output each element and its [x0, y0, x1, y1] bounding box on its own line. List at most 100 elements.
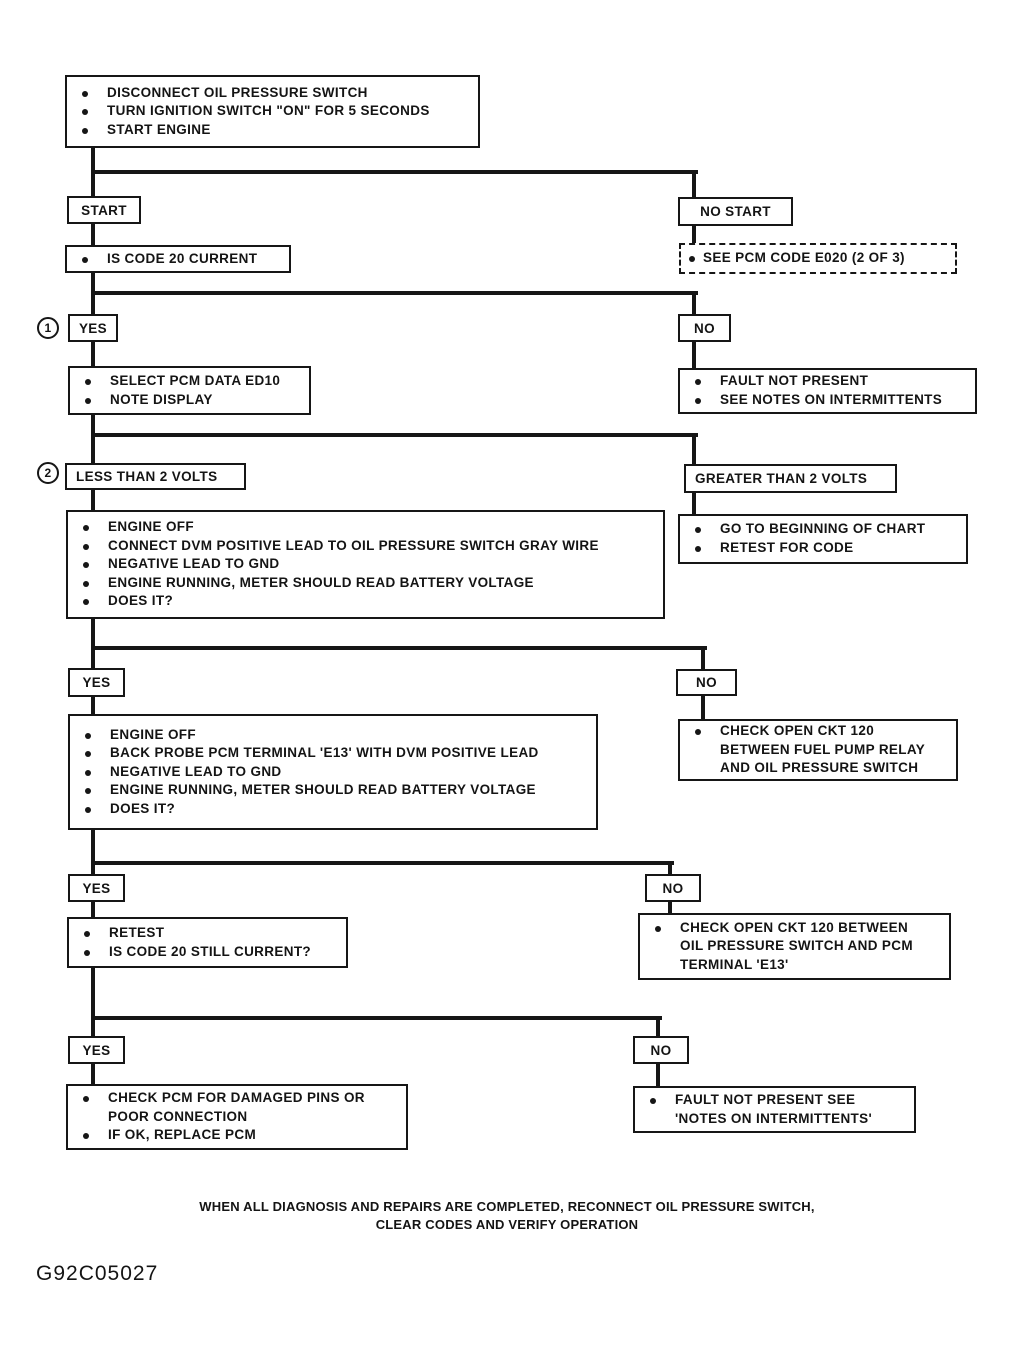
start-label-box: START	[67, 196, 141, 224]
list-item-text: TURN IGNITION SWITCH "ON" FOR 5 SECONDS	[107, 103, 430, 119]
list-item: CHECK OPEN CKT 120 BETWEEN FUEL PUMP REL…	[686, 722, 948, 778]
list-item-text: NEGATIVE LEAD TO GND	[108, 556, 280, 572]
no-label-box-2: NO	[676, 669, 737, 696]
list-item-text: SEE NOTES ON INTERMITTENTS	[720, 392, 943, 407]
bullet-icon	[85, 732, 91, 739]
see-pcm-code-e020-box: SEE PCM CODE E020 (2 OF 3)	[679, 243, 957, 274]
bullet-icon	[689, 256, 695, 263]
bullet-icon	[84, 949, 90, 956]
check-pcm-pins-box: CHECK PCM FOR DAMAGED PINS OR POOR CONNE…	[66, 1084, 408, 1150]
bullet-icon	[82, 127, 88, 134]
list-item-text: CHECK OPEN CKT 120 BETWEEN OIL PRESSURE …	[680, 919, 913, 972]
list-item-text: CHECK OPEN CKT 120 BETWEEN FUEL PUMP REL…	[720, 723, 926, 776]
connector-line	[91, 968, 95, 1036]
bullet-icon	[84, 930, 90, 937]
list-item: BACK PROBE PCM TERMINAL 'E13' WITH DVM P…	[76, 744, 588, 763]
connector-line	[91, 861, 674, 865]
connector-line	[701, 646, 705, 669]
list-item: START ENGINE	[73, 121, 470, 140]
list-item-text: IS CODE 20 STILL CURRENT?	[109, 943, 312, 959]
list-item-text: ENGINE OFF	[108, 519, 195, 535]
list-item: SEE PCM CODE E020 (2 OF 3)	[683, 249, 947, 268]
select-pcm-data-box: SELECT PCM DATA ED10 NOTE DISPLAY	[68, 366, 311, 415]
connector-line	[701, 696, 705, 719]
list-item: NEGATIVE LEAD TO GND	[76, 763, 588, 782]
yes-label-box-1: YES	[68, 314, 118, 342]
list-item: CHECK PCM FOR DAMAGED PINS OR POOR CONNE…	[74, 1089, 398, 1126]
bullet-icon	[83, 525, 89, 532]
list-item-text: DOES IT?	[110, 800, 176, 816]
list-item: IS CODE 20 STILL CURRENT?	[75, 943, 338, 962]
no-label-box-3: NO	[645, 874, 701, 902]
list-item: DOES IT?	[74, 592, 655, 611]
connector-line	[91, 170, 698, 174]
chart-marker-2: 2	[37, 462, 59, 484]
connector-line	[656, 1064, 660, 1086]
retest-box: RETEST IS CODE 20 STILL CURRENT?	[67, 917, 348, 968]
connector-line	[91, 697, 95, 714]
connector-line	[91, 619, 95, 668]
list-item: DOES IT?	[76, 800, 588, 819]
connector-line	[91, 415, 95, 463]
bullet-icon	[83, 1096, 89, 1103]
chart-marker-1: 1	[37, 317, 59, 339]
list-item: IF OK, REPLACE PCM	[74, 1126, 398, 1145]
connector-line	[656, 1016, 660, 1036]
greater-than-2-volts-box: GREATER THAN 2 VOLTS	[684, 464, 897, 493]
connector-line	[692, 342, 696, 368]
is-code-20-current-box: IS CODE 20 CURRENT	[65, 245, 291, 273]
connector-line	[91, 433, 698, 437]
list-item-text: IS CODE 20 CURRENT	[107, 250, 258, 266]
check-ckt120-fuel-pump-box: CHECK OPEN CKT 120 BETWEEN FUEL PUMP REL…	[678, 719, 958, 781]
bullet-icon	[83, 543, 89, 550]
list-item: SEE NOTES ON INTERMITTENTS	[686, 391, 967, 410]
list-item-text: RETEST	[109, 924, 165, 940]
list-item: FAULT NOT PRESENT SEE 'NOTES ON INTERMIT…	[641, 1091, 906, 1128]
connector-line	[91, 902, 95, 917]
connector-line	[692, 226, 696, 243]
connector-line	[692, 291, 696, 314]
list-item-text: FAULT NOT PRESENT SEE 'NOTES ON INTERMIT…	[675, 1091, 873, 1126]
go-to-beginning-box: GO TO BEGINNING OF CHART RETEST FOR CODE	[678, 514, 968, 564]
list-item: SELECT PCM DATA ED10	[76, 372, 301, 391]
connector-line	[91, 646, 707, 650]
list-item-text: BACK PROBE PCM TERMINAL 'E13' WITH DVM P…	[110, 745, 539, 761]
connector-line	[91, 1016, 662, 1020]
yes-label-box-4: YES	[68, 1036, 125, 1064]
bullet-icon	[83, 599, 89, 606]
bullet-icon	[85, 806, 91, 813]
connector-line	[91, 830, 95, 874]
connector-line	[91, 342, 95, 366]
list-item-text: START ENGINE	[107, 121, 211, 137]
list-item-text: SELECT PCM DATA ED10	[110, 372, 281, 388]
list-item: ENGINE RUNNING, METER SHOULD READ BATTER…	[76, 781, 588, 800]
connector-line	[91, 490, 95, 510]
list-item-text: FAULT NOT PRESENT	[720, 373, 869, 389]
completion-note: WHEN ALL DIAGNOSIS AND REPAIRS ARE COMPL…	[199, 1199, 815, 1232]
bullet-icon	[85, 397, 91, 404]
bullet-icon	[655, 925, 661, 932]
list-item-text: NEGATIVE LEAD TO GND	[110, 763, 282, 779]
fault-not-present-box-2: FAULT NOT PRESENT SEE 'NOTES ON INTERMIT…	[633, 1086, 916, 1133]
bullet-icon	[650, 1097, 656, 1104]
back-probe-pcm-box: ENGINE OFF BACK PROBE PCM TERMINAL 'E13'…	[68, 714, 598, 830]
bullet-icon	[83, 562, 89, 569]
list-item: ENGINE OFF	[76, 726, 588, 745]
list-item-text: NOTE DISPLAY	[110, 391, 213, 407]
list-item-text: ENGINE OFF	[110, 726, 197, 742]
check-ckt120-pcm-box: CHECK OPEN CKT 120 BETWEEN OIL PRESSURE …	[638, 913, 951, 980]
bullet-icon	[85, 769, 91, 776]
bullet-icon	[85, 788, 91, 795]
list-item-text: ENGINE RUNNING, METER SHOULD READ BATTER…	[110, 782, 536, 798]
list-item: RETEST	[75, 924, 338, 943]
list-item-text: CHECK PCM FOR DAMAGED PINS OR POOR CONNE…	[108, 1090, 365, 1124]
list-item-text: DISCONNECT OIL PRESSURE SWITCH	[107, 84, 368, 100]
bullet-icon	[83, 1133, 89, 1140]
list-item: GO TO BEGINNING OF CHART	[686, 520, 958, 539]
no-label-box-4: NO	[633, 1036, 689, 1064]
initial-actions-box: DISCONNECT OIL PRESSURE SWITCH TURN IGNI…	[65, 75, 480, 148]
no-label-box-1: NO	[678, 314, 731, 342]
list-item: IS CODE 20 CURRENT	[73, 250, 281, 269]
bullet-icon	[85, 378, 91, 385]
